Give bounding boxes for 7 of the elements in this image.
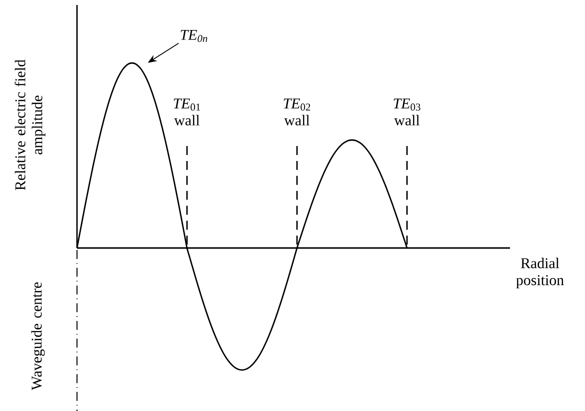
centre-label: Waveguide centre <box>31 282 45 390</box>
wall-label: TE$_{03}$ wall <box>394 98 420 126</box>
wall-label: TE$_{02}$ wall <box>284 98 310 126</box>
wall-label: TE$_{01}$ wall <box>174 98 200 126</box>
axis-title: Radial position <box>516 258 564 288</box>
mode-label: TE$_{0n}$ <box>180 30 208 42</box>
axis-title: Relative electric field amplitude <box>14 60 46 190</box>
